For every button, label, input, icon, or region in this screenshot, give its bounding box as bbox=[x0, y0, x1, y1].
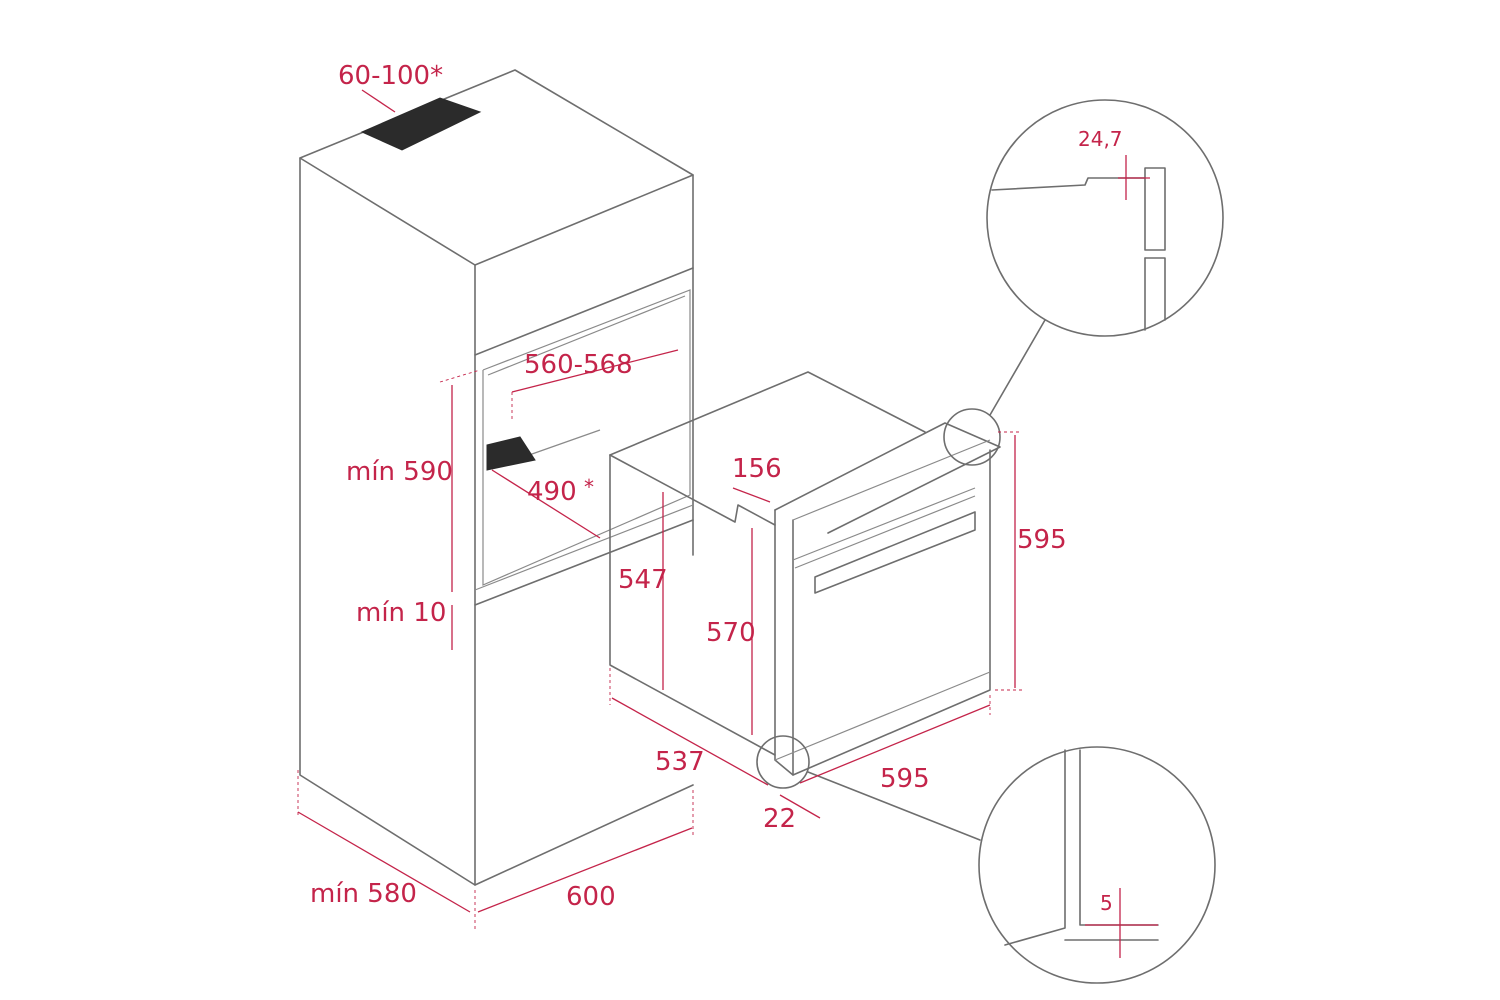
label-oven-depth: 537 bbox=[655, 747, 705, 777]
detail-top-panel bbox=[1144, 167, 1166, 251]
niche-frame bbox=[482, 289, 691, 586]
oven-door-handle bbox=[814, 511, 976, 594]
dimension-lines bbox=[297, 89, 1158, 958]
niche-inner-top bbox=[487, 295, 686, 376]
cabinet-top-face bbox=[299, 69, 694, 266]
label-detail-top: 24,7 bbox=[1078, 127, 1123, 151]
label-oven-total-height: 595 bbox=[1017, 525, 1067, 555]
shelf-dark-piece bbox=[486, 436, 536, 471]
detail-top-panel-lower bbox=[1144, 257, 1166, 321]
oven-control-strip bbox=[792, 487, 976, 561]
label-cabinet-depth: mín 580 bbox=[310, 879, 417, 909]
detail-leader-top bbox=[989, 319, 1046, 416]
detail-circle-top bbox=[986, 99, 1224, 337]
detail-leader-bottom bbox=[807, 771, 981, 841]
detail-marker-top bbox=[943, 408, 1001, 466]
oven-unit bbox=[609, 371, 1001, 776]
ventilation-opening bbox=[360, 97, 482, 151]
oven-front-outline bbox=[774, 449, 991, 776]
detail-callout-top bbox=[943, 99, 1224, 466]
dim-cabinet-depth-line bbox=[297, 811, 471, 913]
dim-front-thickness-line bbox=[779, 794, 821, 819]
oven-body-side bbox=[609, 454, 776, 756]
dimension-labels: 60-100* 560-568 mín 590 490 * mín 10 mín… bbox=[310, 61, 1123, 915]
dim-shelf-depth-line bbox=[491, 469, 601, 539]
dim-cabinet-width-line bbox=[477, 827, 693, 913]
label-niche-width: 560-568 bbox=[524, 350, 633, 380]
niche-bottom-rail bbox=[474, 519, 694, 606]
dim-top-offset-line bbox=[732, 487, 771, 503]
dim-niche-width-line bbox=[511, 349, 679, 393]
detail-circle-bottom bbox=[978, 746, 1216, 984]
detail-top-profile bbox=[991, 177, 1146, 191]
label-oven-front-height: 570 bbox=[706, 618, 756, 648]
dim-oven-depth-line bbox=[611, 697, 769, 786]
cabinet-left-face bbox=[299, 157, 476, 886]
label-cabinet-width: 600 bbox=[566, 882, 616, 912]
oven-front-upper bbox=[792, 439, 991, 521]
label-shelf-gap: mín 10 bbox=[356, 598, 446, 628]
niche-bottom-rail-inner bbox=[474, 504, 694, 591]
oven-front-top bbox=[774, 422, 1001, 534]
dim-oven-width-line bbox=[799, 704, 991, 784]
label-detail-bottom: 5 bbox=[1100, 891, 1113, 915]
dim-ventilation-line bbox=[361, 89, 396, 113]
label-top-offset: 156 bbox=[732, 454, 782, 484]
detail-bottom-profile bbox=[1004, 749, 1066, 946]
label-shelf-depth: 490 bbox=[527, 477, 577, 507]
dim-niche-height-ext-top bbox=[439, 369, 481, 383]
cabinet-bottom-front-edge bbox=[474, 784, 694, 886]
label-oven-width: 595 bbox=[880, 764, 930, 794]
label-shelf-marker: * bbox=[584, 475, 594, 499]
oven-body-top bbox=[609, 371, 926, 456]
niche-top-edge bbox=[474, 267, 694, 356]
label-oven-body-height: 547 bbox=[618, 565, 668, 595]
oven-control-strip-2 bbox=[794, 495, 976, 569]
detail-bottom-panel bbox=[1079, 749, 1159, 926]
oven-front-bottom bbox=[774, 671, 991, 761]
oven-body-step bbox=[609, 454, 776, 526]
label-niche-height: mín 590 bbox=[346, 457, 453, 487]
label-front-thickness: 22 bbox=[763, 804, 796, 834]
label-ventilation-gap: 60-100* bbox=[338, 61, 443, 91]
tall-cabinet bbox=[299, 69, 694, 886]
detail-marker-bottom bbox=[756, 735, 810, 789]
